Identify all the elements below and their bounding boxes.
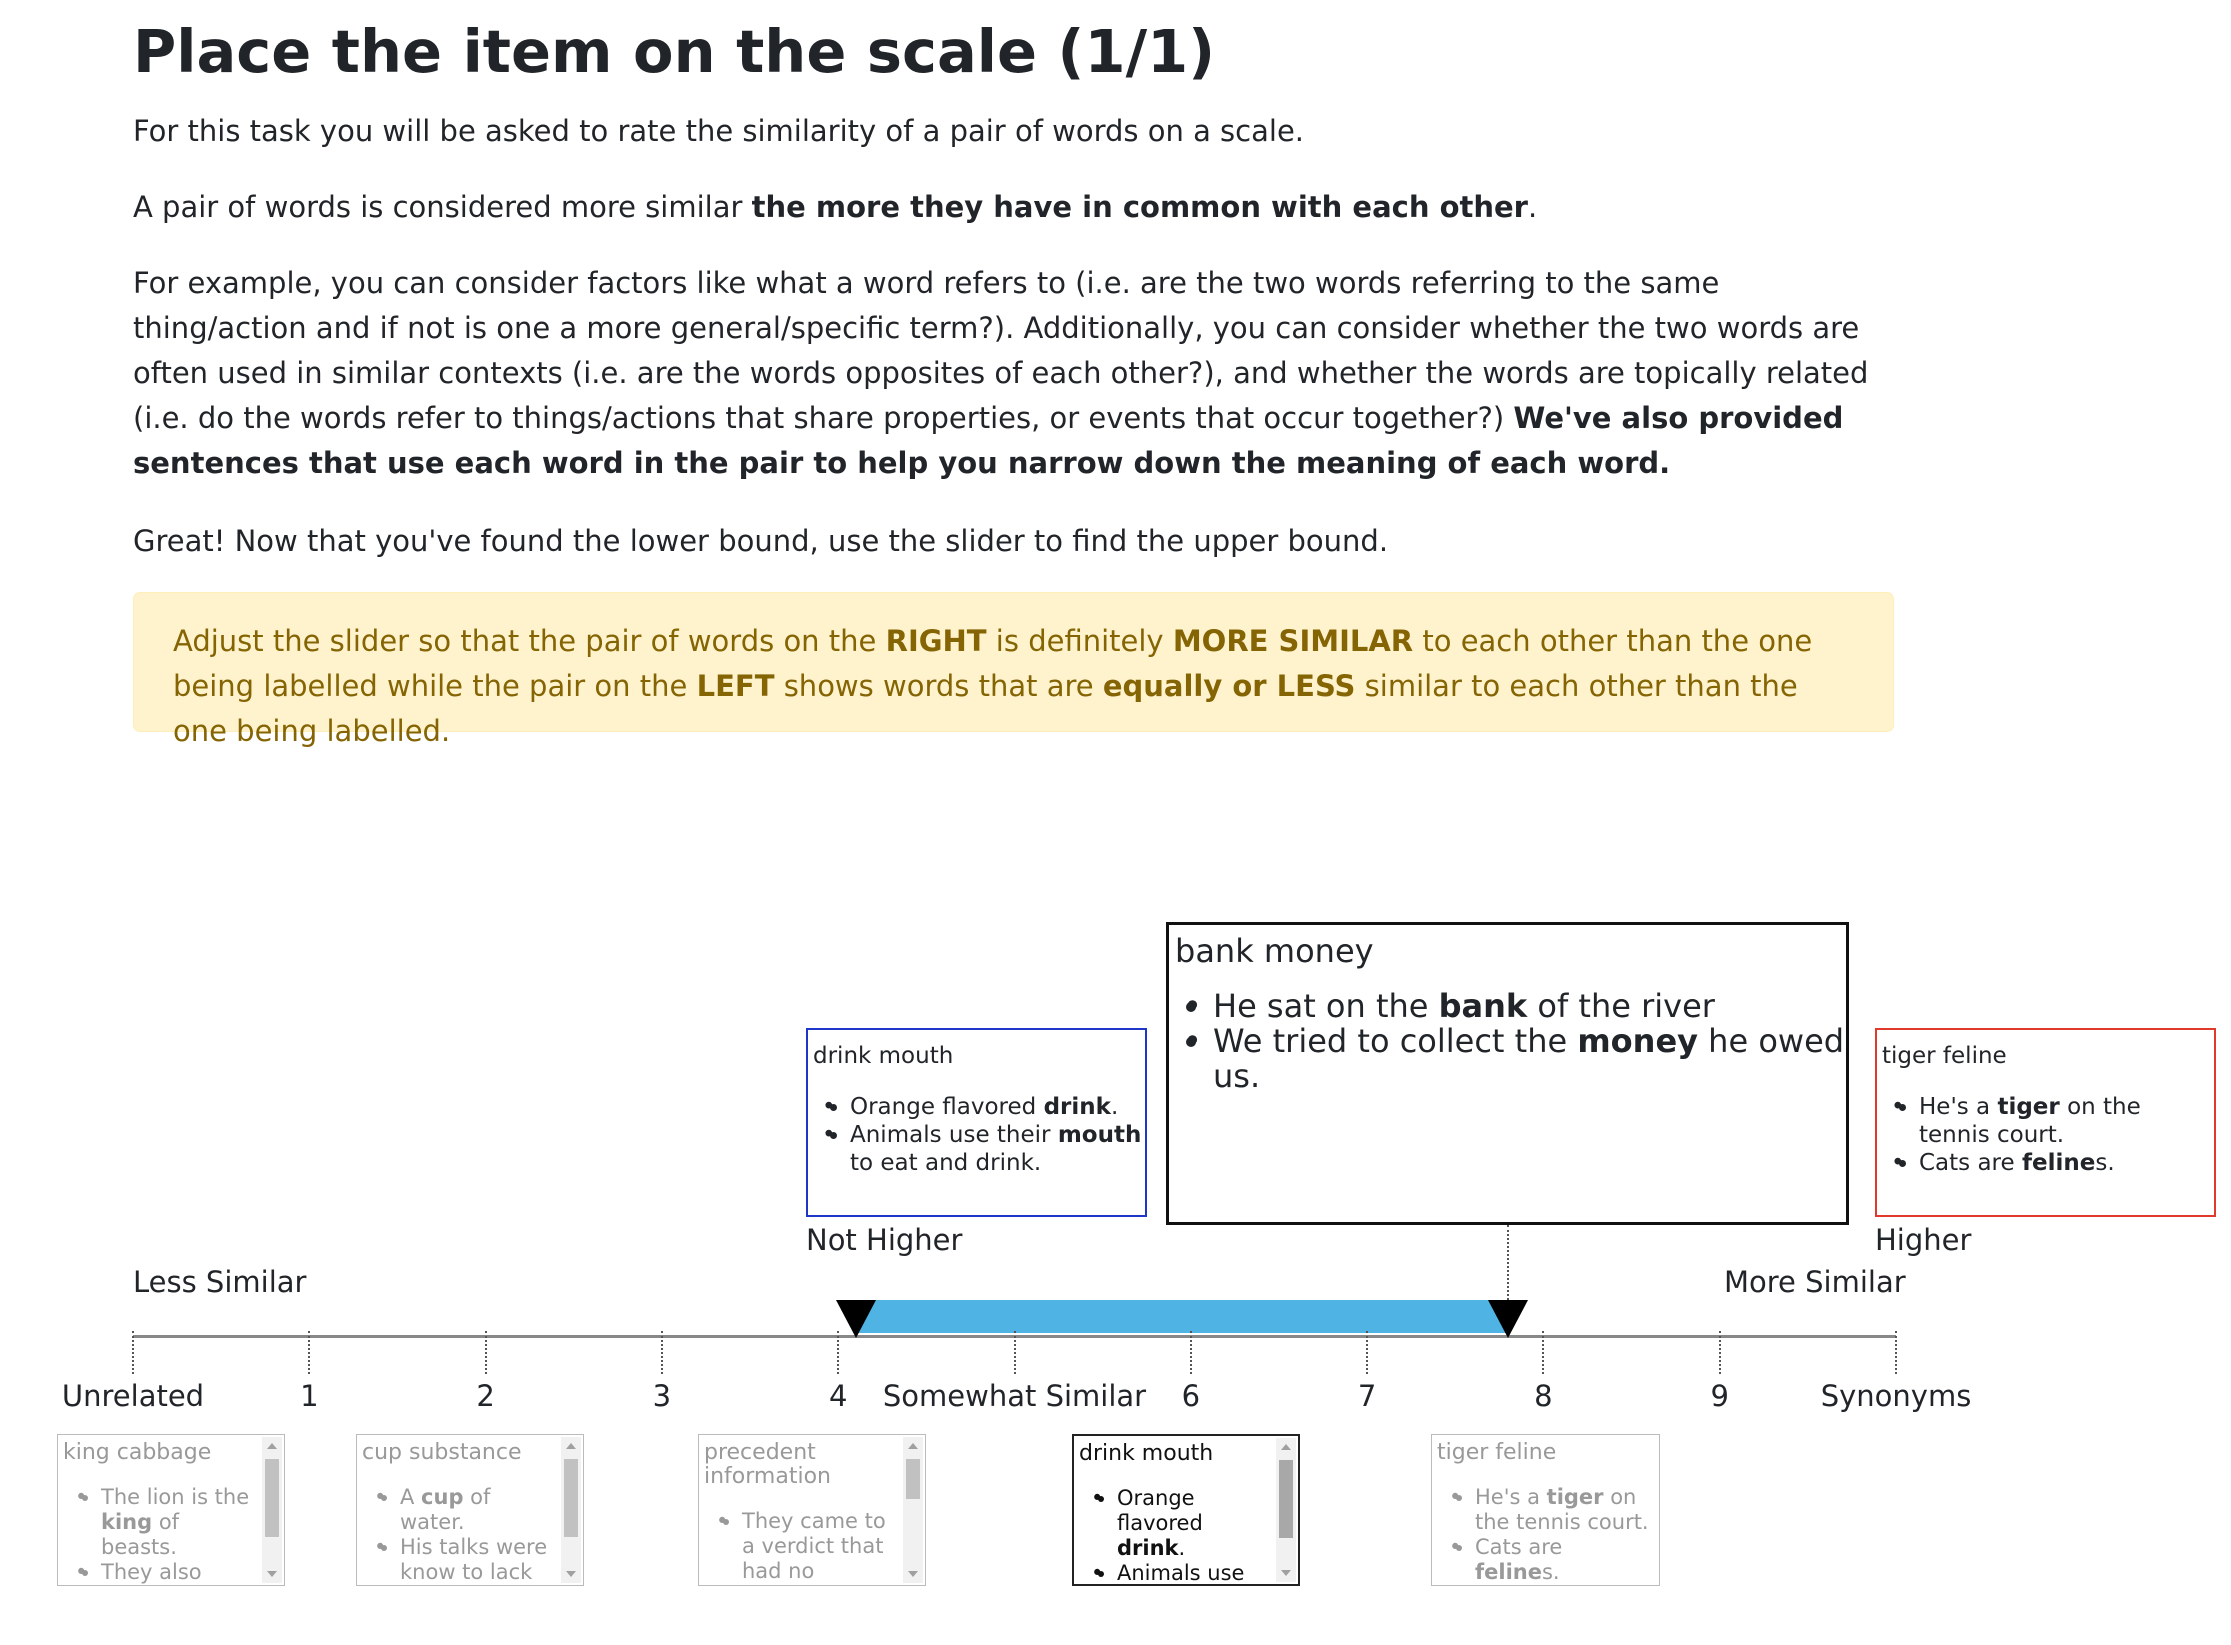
not-higher-label: Not Higher (806, 1223, 963, 1257)
target-item-card: bank money He sat on the bank of the riv… (1166, 922, 1849, 1225)
reference-sentence: They also cabbaged our (75, 1560, 251, 1585)
reference-scrollbar[interactable] (262, 1437, 282, 1583)
lower-bound-title: drink mouth (813, 1043, 954, 1069)
reference-sentence: The lion is the king of beasts. (75, 1485, 251, 1560)
reference-card-king-cabbage[interactable]: king cabbage The lion is the king of bea… (57, 1434, 285, 1586)
reference-scrollbar[interactable] (1276, 1438, 1296, 1582)
similarity-definition: A pair of words is considered more simil… (133, 190, 1538, 224)
reference-card-tiger-feline[interactable]: tiger feline He's a tiger on the tennis … (1431, 1434, 1660, 1586)
lower-sentence-1: Orange flavored drink. (822, 1093, 1145, 1121)
upper-sentence-1: He's a tiger on the tennis court. (1891, 1093, 2214, 1149)
lower-bound-card: drink mouth Orange flavored drink. Anima… (806, 1028, 1147, 1217)
scale-tick (308, 1331, 311, 1374)
similarity-examples: For example, you can consider factors li… (133, 266, 1869, 480)
scroll-up-arrow-icon[interactable] (566, 1443, 576, 1449)
scale-tick (132, 1331, 134, 1374)
scroll-down-arrow-icon[interactable] (267, 1571, 277, 1577)
instruction-alert: Adjust the slider so that the pair of wo… (133, 592, 1894, 748)
lower-bound-handle[interactable] (835, 1300, 876, 1338)
reference-sentence: They came to a verdict that had no (716, 1509, 892, 1584)
scrollbar-thumb[interactable] (1279, 1460, 1293, 1538)
scale-tick (1542, 1331, 1545, 1374)
selected-range-bar[interactable] (855, 1300, 1509, 1333)
higher-label: Higher (1875, 1223, 1972, 1257)
upper-sentence-2: Cats are felines. (1891, 1149, 2214, 1177)
reference-title: tiger feline (1437, 1440, 1557, 1465)
target-position-marker (1507, 1225, 1510, 1300)
reference-card-cup-substance[interactable]: cup substance A cup of water. His talks … (356, 1434, 584, 1586)
reference-sentence: His talks were know to lack (374, 1535, 550, 1585)
reference-sentence: Animals use their mouth to (1091, 1561, 1267, 1584)
upper-bound-handle[interactable] (1488, 1300, 1529, 1338)
lower-sentence-2: Animals use their mouth to eat and drink… (822, 1121, 1145, 1177)
scrollbar-thumb[interactable] (265, 1459, 279, 1537)
scroll-down-arrow-icon[interactable] (566, 1571, 576, 1577)
reference-title: king cabbage (63, 1440, 212, 1465)
scale-tick-label: 7 (1357, 1379, 1377, 1413)
reference-sentence: Orange flavored drink. (1091, 1486, 1267, 1561)
reference-sentence: Cats are felines. (1449, 1535, 1650, 1585)
reference-sentence: A cup of water. (374, 1485, 550, 1535)
reference-card-precedent-information[interactable]: precedent information They came to a ver… (698, 1434, 926, 1586)
scale-tick-label: 9 (1710, 1379, 1729, 1413)
target-item-title: bank money (1175, 932, 1374, 970)
scale-tick-label: 6 (1181, 1379, 1201, 1413)
scale-tick-label: 8 (1534, 1379, 1553, 1413)
status-message: Great! Now that you've found the lower b… (133, 524, 1389, 558)
reference-sentence: He's a tiger on the tennis court. (1449, 1485, 1650, 1535)
scroll-down-arrow-icon[interactable] (908, 1571, 918, 1577)
more-similar-label: More Similar (1724, 1265, 1906, 1299)
scroll-up-arrow-icon[interactable] (267, 1443, 277, 1449)
upper-bound-card: tiger feline He's a tiger on the tennis … (1875, 1028, 2216, 1217)
scale-tick (1895, 1331, 1897, 1374)
scroll-down-arrow-icon[interactable] (1281, 1570, 1291, 1576)
reference-title: drink mouth (1079, 1441, 1214, 1466)
scale-tick-label: Somewhat Similar (882, 1379, 1147, 1413)
scale-tick (1366, 1331, 1369, 1374)
reference-title: precedent information (704, 1440, 831, 1489)
target-sentence-2: We tried to collect the money he owed us… (1183, 1024, 1846, 1094)
scrollbar-thumb[interactable] (906, 1459, 920, 1499)
scale-tick (1189, 1331, 1192, 1374)
scale-tick (484, 1331, 487, 1374)
scale-tick (1013, 1331, 1016, 1374)
scale-tick-label: Synonyms (1820, 1379, 1972, 1413)
scroll-up-arrow-icon[interactable] (1281, 1444, 1291, 1450)
scale-tick-label: Unrelated (61, 1379, 205, 1413)
page-title: Place the item on the scale (1/1) (133, 17, 1216, 86)
scale-tick (837, 1331, 840, 1374)
reference-scrollbar[interactable] (561, 1437, 581, 1583)
reference-title: cup substance (362, 1440, 522, 1465)
task-intro: For this task you will be asked to rate … (133, 114, 1305, 148)
target-sentence-1: He sat on the bank of the river (1183, 989, 1846, 1025)
scale-tick (1718, 1331, 1721, 1374)
upper-bound-title: tiger feline (1882, 1043, 2007, 1069)
scale-tick-label: 1 (300, 1379, 319, 1413)
scale-tick-label: 4 (828, 1379, 848, 1413)
less-similar-label: Less Similar (133, 1265, 307, 1299)
scrollbar-thumb[interactable] (564, 1459, 578, 1537)
reference-card-drink-mouth[interactable]: drink mouth Orange flavored drink. Anima… (1072, 1434, 1300, 1586)
reference-scrollbar[interactable] (903, 1437, 923, 1583)
scale-tick (660, 1331, 663, 1374)
scroll-up-arrow-icon[interactable] (908, 1443, 918, 1449)
scale-tick-label: 2 (476, 1379, 495, 1413)
scale-tick-label: 3 (652, 1379, 672, 1413)
